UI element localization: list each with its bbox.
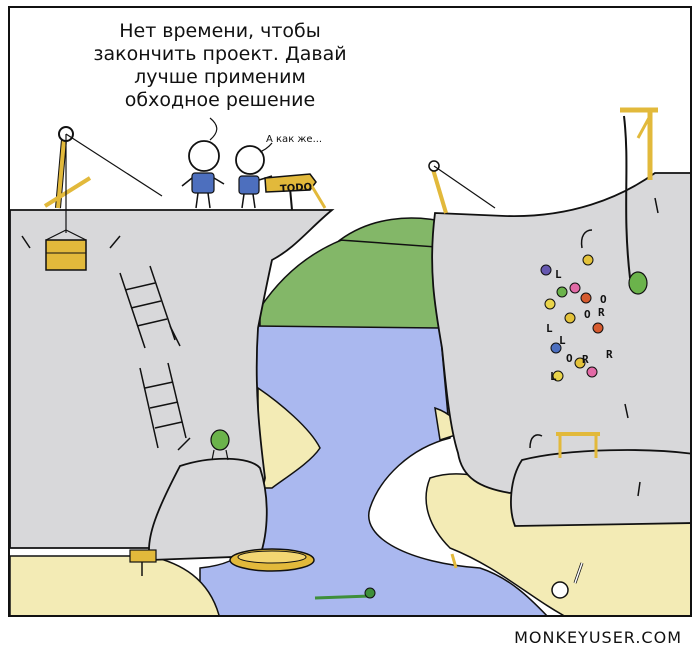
sand-left-upper bbox=[257, 386, 321, 489]
hold-letter: L bbox=[546, 322, 553, 335]
hold-letter: L bbox=[559, 334, 566, 347]
hold-letter: O bbox=[566, 352, 573, 365]
gallows-right bbox=[620, 107, 658, 279]
hold-letter: L bbox=[550, 370, 557, 383]
boat bbox=[229, 548, 315, 572]
boulder-left bbox=[148, 457, 268, 561]
speech-main: Нет времени, чтобы закончить проект. Дав… bbox=[93, 20, 347, 111]
hold-letter: L bbox=[555, 268, 562, 281]
arrow-marks bbox=[21, 197, 659, 497]
arrow-signpost bbox=[129, 549, 157, 576]
stick-figure-right bbox=[235, 145, 273, 209]
hold-letter: R bbox=[598, 306, 605, 319]
climbing-holds bbox=[540, 254, 604, 382]
green-bug-climber bbox=[628, 271, 648, 295]
hold-letter: R bbox=[582, 353, 589, 366]
cliff-right bbox=[431, 172, 690, 494]
stick-figure-left bbox=[181, 140, 225, 209]
hold-letter: O bbox=[600, 293, 607, 306]
crane-left bbox=[43, 126, 163, 271]
todo-sign-label: TODO bbox=[279, 181, 313, 196]
crocodile bbox=[314, 587, 376, 600]
ledge-right bbox=[510, 449, 690, 527]
hold-letter: R bbox=[606, 348, 613, 361]
bench-right bbox=[556, 432, 600, 458]
ladder-left bbox=[119, 265, 187, 449]
sand-left bbox=[10, 555, 220, 615]
comic-panel: Нет времени, чтобы закончить проект. Дав… bbox=[8, 6, 692, 617]
hold-letter: O bbox=[584, 308, 591, 321]
speech-reply: А как же... bbox=[266, 134, 323, 145]
oar-stick bbox=[450, 553, 458, 569]
site-credit: MONKEYUSER.COM bbox=[514, 628, 682, 647]
comic-illustration bbox=[10, 107, 690, 615]
todo-signpost bbox=[264, 173, 327, 211]
crane-right bbox=[428, 160, 496, 214]
skull-and-bone bbox=[551, 562, 584, 599]
green-bug-left bbox=[210, 429, 230, 461]
